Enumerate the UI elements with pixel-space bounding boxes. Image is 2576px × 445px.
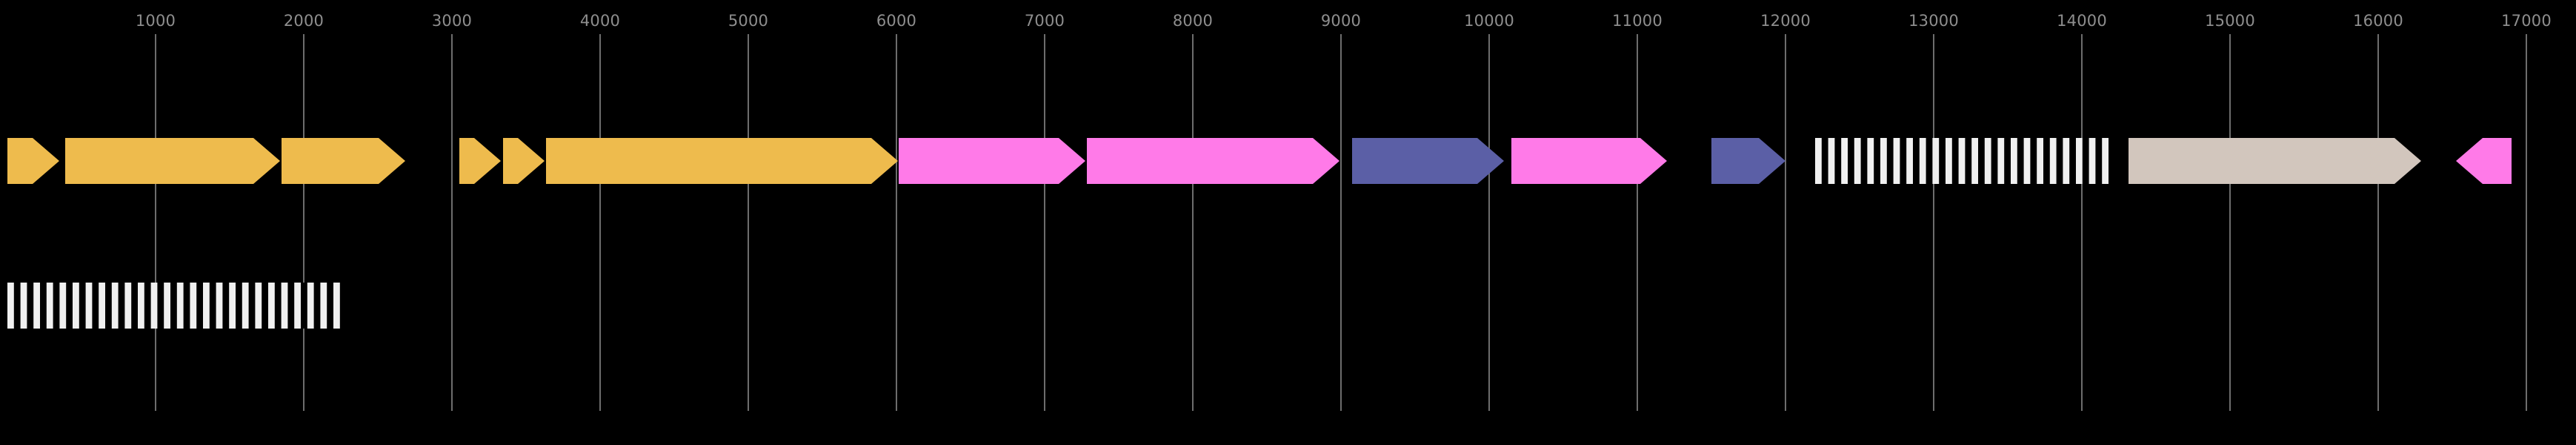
gene-arrow-right-icon	[282, 138, 405, 184]
hatched-region-icon	[1815, 138, 2110, 184]
gene-arrow-right-icon	[899, 138, 1085, 184]
axis-gridline-8000	[1192, 34, 1194, 411]
axis-gridline-5000	[748, 34, 749, 411]
axis-gridline-15000	[2229, 34, 2231, 411]
axis-gridline-1000	[155, 34, 156, 411]
gene-feature-f12[interactable]	[1815, 138, 2110, 184]
axis-gridline-10000	[1488, 34, 1490, 411]
gene-feature-f9[interactable]	[1352, 138, 1504, 184]
gene-arrow-right-icon	[546, 138, 898, 184]
axis-gridline-2000	[303, 34, 304, 411]
gene-feature-f2[interactable]	[65, 138, 280, 184]
gene-feature-f4[interactable]	[459, 138, 501, 184]
gene-feature-g1[interactable]	[7, 283, 346, 329]
axis-gridline-13000	[1933, 34, 1934, 411]
axis-gridline-6000	[896, 34, 897, 411]
axis-tick-label-9000: 9000	[1320, 12, 1362, 30]
axis-gridline-7000	[1044, 34, 1045, 411]
gene-feature-f1[interactable]	[7, 138, 59, 184]
gene-feature-f13[interactable]	[2129, 138, 2421, 184]
axis-tick-label-16000: 16000	[2353, 12, 2403, 30]
feature-track-1	[0, 138, 2576, 184]
axis-gridline-17000	[2526, 34, 2527, 411]
axis-tick-label-7000: 7000	[1024, 12, 1065, 30]
feature-track-2	[0, 283, 2576, 329]
gene-feature-f8[interactable]	[1087, 138, 1339, 184]
gene-feature-f3[interactable]	[282, 138, 405, 184]
gene-feature-f10[interactable]	[1511, 138, 1667, 184]
axis-gridline-4000	[599, 34, 601, 411]
axis-gridline-16000	[2377, 34, 2379, 411]
gene-arrow-right-icon	[1087, 138, 1339, 184]
axis-tick-label-13000: 13000	[1908, 12, 1959, 30]
gene-arrow-right-icon	[2129, 138, 2421, 184]
axis-gridline-11000	[1637, 34, 1638, 411]
gene-arrow-right-icon	[1352, 138, 1504, 184]
gene-feature-f14[interactable]	[2456, 138, 2512, 184]
axis-gridline-14000	[2081, 34, 2083, 411]
gene-arrow-right-icon	[1511, 138, 1667, 184]
gene-arrow-right-icon	[7, 138, 59, 184]
axis-tick-label-11000: 11000	[1612, 12, 1663, 30]
gene-arrow-right-icon	[65, 138, 280, 184]
gene-arrow-right-icon	[1711, 138, 1785, 184]
gene-feature-f7[interactable]	[899, 138, 1085, 184]
gene-arrow-right-icon	[503, 138, 545, 184]
gene-arrow-right-icon	[459, 138, 501, 184]
axis-tick-label-10000: 10000	[1464, 12, 1514, 30]
gene-arrow-left-icon	[2456, 138, 2512, 184]
hatched-region-icon	[7, 283, 346, 329]
gene-feature-f11[interactable]	[1711, 138, 1785, 184]
gene-feature-f6[interactable]	[546, 138, 898, 184]
axis-tick-label-4000: 4000	[579, 12, 621, 30]
axis-gridline-3000	[451, 34, 453, 411]
axis-tick-label-2000: 2000	[283, 12, 325, 30]
axis-tick-label-6000: 6000	[876, 12, 917, 30]
axis-tick-label-8000: 8000	[1172, 12, 1214, 30]
axis-tick-label-15000: 15000	[2205, 12, 2255, 30]
axis-gridline-9000	[1340, 34, 1342, 411]
axis-tick-label-3000: 3000	[431, 12, 473, 30]
axis-tick-label-12000: 12000	[1760, 12, 1811, 30]
axis-gridline-12000	[1785, 34, 1786, 411]
axis-tick-label-1000: 1000	[135, 12, 176, 30]
axis-tick-label-5000: 5000	[728, 12, 769, 30]
gene-feature-f5[interactable]	[503, 138, 545, 184]
axis-tick-label-17000: 17000	[2501, 12, 2552, 30]
axis-tick-label-14000: 14000	[2057, 12, 2107, 30]
